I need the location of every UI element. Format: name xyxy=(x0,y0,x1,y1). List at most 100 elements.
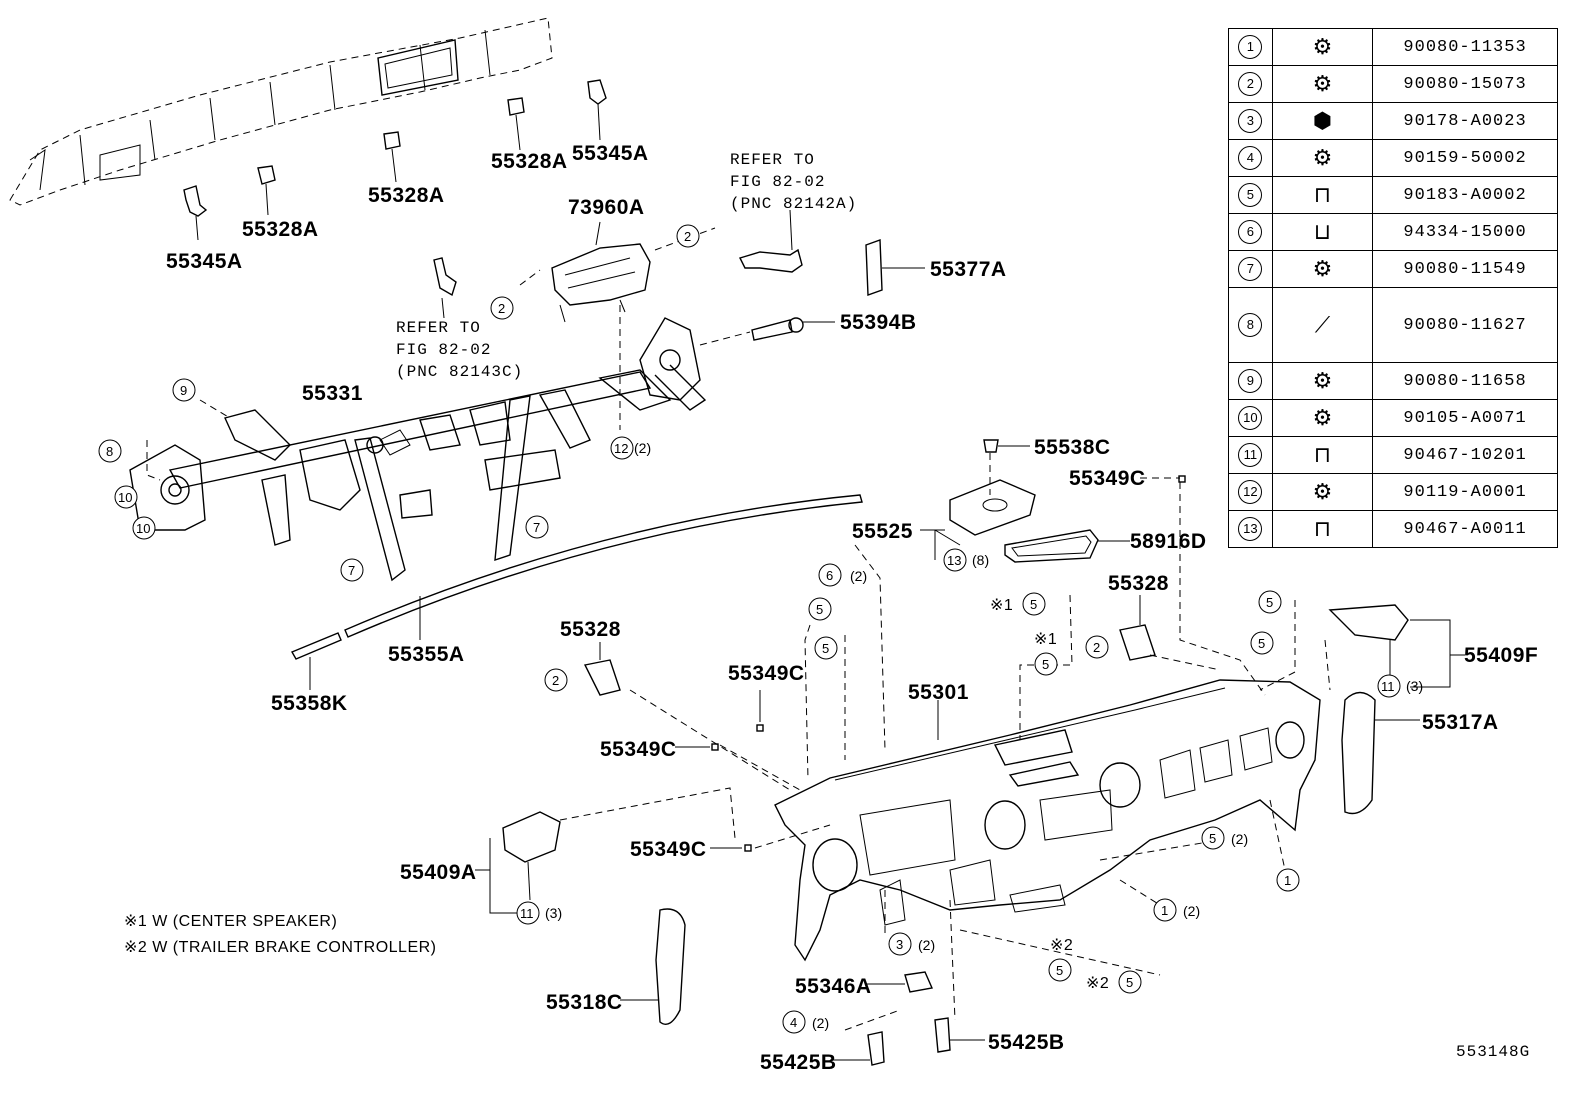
condition-mark: ※2 xyxy=(1050,937,1073,954)
callout-number: 5 xyxy=(822,641,829,656)
part-label-55409A: 55409A xyxy=(400,861,477,884)
callout-number: 10 xyxy=(1238,406,1263,430)
part-label-55345A: 55345A xyxy=(166,250,243,273)
fastener-image-cell: ⚙ xyxy=(1271,362,1374,400)
assembly-dashed-lines xyxy=(559,482,1331,1031)
clip-55328A-mid-drawing xyxy=(383,131,401,183)
clip-55328A-left-drawing xyxy=(257,165,276,216)
fastener-image-cell: ⊔ xyxy=(1271,213,1374,251)
refer-line: (PNC 82142A) xyxy=(730,195,857,213)
refer-line: REFER TO xyxy=(396,319,481,337)
connector-82143C-drawing xyxy=(433,257,457,319)
part-label-55317A: 55317A xyxy=(1422,711,1499,734)
clip-55345A-left-drawing xyxy=(183,185,208,241)
connector-82142A-drawing xyxy=(739,209,803,273)
part-number-cell: 90080-11627 xyxy=(1372,287,1558,363)
refer-note-82143C: REFER TO FIG 82-02 (PNC 82143C) xyxy=(396,319,522,381)
callout-cell: 13 xyxy=(1228,510,1273,548)
callout-number: 5 xyxy=(1042,657,1049,672)
bracket-55425B-left-drawing xyxy=(830,1031,885,1066)
clip-icon: ⊓ xyxy=(1313,441,1332,467)
part-number-cell: 90080-11658 xyxy=(1372,362,1558,400)
part-number-cell: 90080-15073 xyxy=(1372,65,1558,103)
quantity-label: (2) xyxy=(850,568,867,584)
screw-icon: ⚙ xyxy=(1312,144,1333,170)
refer-line: FIG 82-02 xyxy=(730,173,825,191)
part-label-55425B: 55425B xyxy=(988,1031,1065,1054)
callout-number: 3 xyxy=(896,937,903,952)
part-label-55349C: 55349C xyxy=(728,662,805,685)
callout-number: 9 xyxy=(1238,369,1263,393)
callout-number: 11 xyxy=(1238,443,1263,467)
callout-number: 5 xyxy=(1056,963,1063,978)
bracket-55377A-drawing xyxy=(865,239,925,296)
side-panel-55317A-drawing xyxy=(1341,691,1420,815)
cover-55525-drawing xyxy=(920,439,1130,563)
callout-cell: 12 xyxy=(1228,473,1273,511)
knee-airbag-73960A-drawing xyxy=(519,221,716,430)
fastener-image-cell: ⬢ xyxy=(1271,102,1374,140)
part-label-55538C: 55538C xyxy=(1034,436,1111,459)
callout-number: 2 xyxy=(552,673,559,688)
quantity-label: (2) xyxy=(634,440,651,456)
part-number-cell: 90467-10201 xyxy=(1372,436,1558,474)
part-label-55318C: 55318C xyxy=(546,991,623,1014)
part-label-55358K: 55358K xyxy=(271,692,348,715)
table-row: 1⚙90080-11353 xyxy=(1228,28,1558,66)
quantity-label: (3) xyxy=(1406,678,1423,694)
part-number-cell: 94334-15000 xyxy=(1372,213,1558,251)
bolt-washer-icon: ⚙ xyxy=(1312,33,1333,59)
clip-55345A-right-drawing xyxy=(587,79,607,141)
callout-number: 12 xyxy=(614,441,628,456)
fastener-image-cell: ⚙ xyxy=(1271,139,1374,177)
fastener-image-cell: ⚙ xyxy=(1271,28,1374,66)
part-label-55328A: 55328A xyxy=(491,150,568,173)
nut-icon: ⬢ xyxy=(1312,107,1333,133)
part-label-55349C: 55349C xyxy=(1069,467,1146,490)
clip-55349C-items-drawing xyxy=(675,475,1186,852)
callout-number: 2 xyxy=(1093,640,1100,655)
quantity-label: (2) xyxy=(812,1015,829,1031)
table-row: 12⚙90119-A0001 xyxy=(1228,473,1558,511)
callout-number: 5 xyxy=(1126,975,1133,990)
callout-number: 5 xyxy=(1238,183,1263,207)
part-label-55345A: 55345A xyxy=(572,142,649,165)
footnote-trailer-brake: ※2 W (TRAILER BRAKE CONTROLLER) xyxy=(124,939,437,956)
side-panel-55318C-drawing xyxy=(620,908,686,1025)
callout-number: 10 xyxy=(136,521,150,536)
long-bolt-icon: ⟋ xyxy=(1314,311,1331,337)
part-label-55328: 55328 xyxy=(1108,572,1169,595)
part-number-cell: 90467-A0011 xyxy=(1372,510,1558,548)
callout-number: 8 xyxy=(106,444,113,459)
bracket-55328-right-drawing xyxy=(1119,595,1156,661)
bolt-washer-icon: ⚙ xyxy=(1312,478,1333,504)
quantity-label: (2) xyxy=(918,937,935,953)
part-label-55349C: 55349C xyxy=(600,738,677,761)
bracket-55328-left-drawing xyxy=(583,642,621,696)
callout-cell: 7 xyxy=(1228,250,1273,288)
callout-number: 11 xyxy=(1381,679,1395,694)
fastener-image-cell: ⚙ xyxy=(1271,399,1374,437)
table-row: 6⊔94334-15000 xyxy=(1228,213,1558,251)
nut-55346A-drawing xyxy=(866,971,933,993)
clip-55328A-right-drawing xyxy=(507,97,525,151)
fastener-image-cell: ⚙ xyxy=(1271,473,1374,511)
refer-line: REFER TO xyxy=(730,151,815,169)
footnote-center-speaker: ※1 W (CENTER SPEAKER) xyxy=(124,913,337,930)
quantity-label: (2) xyxy=(1183,903,1200,919)
part-label-55409F: 55409F xyxy=(1464,644,1538,667)
callout-cell: 3 xyxy=(1228,102,1273,140)
callout-number: 5 xyxy=(1258,636,1265,651)
clip-icon: ⊓ xyxy=(1313,515,1332,541)
callout-number: 13 xyxy=(1238,517,1263,541)
fastener-image-cell: ⊓ xyxy=(1271,176,1374,214)
part-label-55525: 55525 xyxy=(852,520,913,543)
quantity-label: (2) xyxy=(1231,831,1248,847)
refer-line: FIG 82-02 xyxy=(396,341,491,359)
quantity-label: (3) xyxy=(545,905,562,921)
condition-mark: ※2 xyxy=(1086,975,1109,992)
instrument-panel-55301-drawing xyxy=(774,679,1321,962)
callout-number: 8 xyxy=(1238,313,1263,337)
